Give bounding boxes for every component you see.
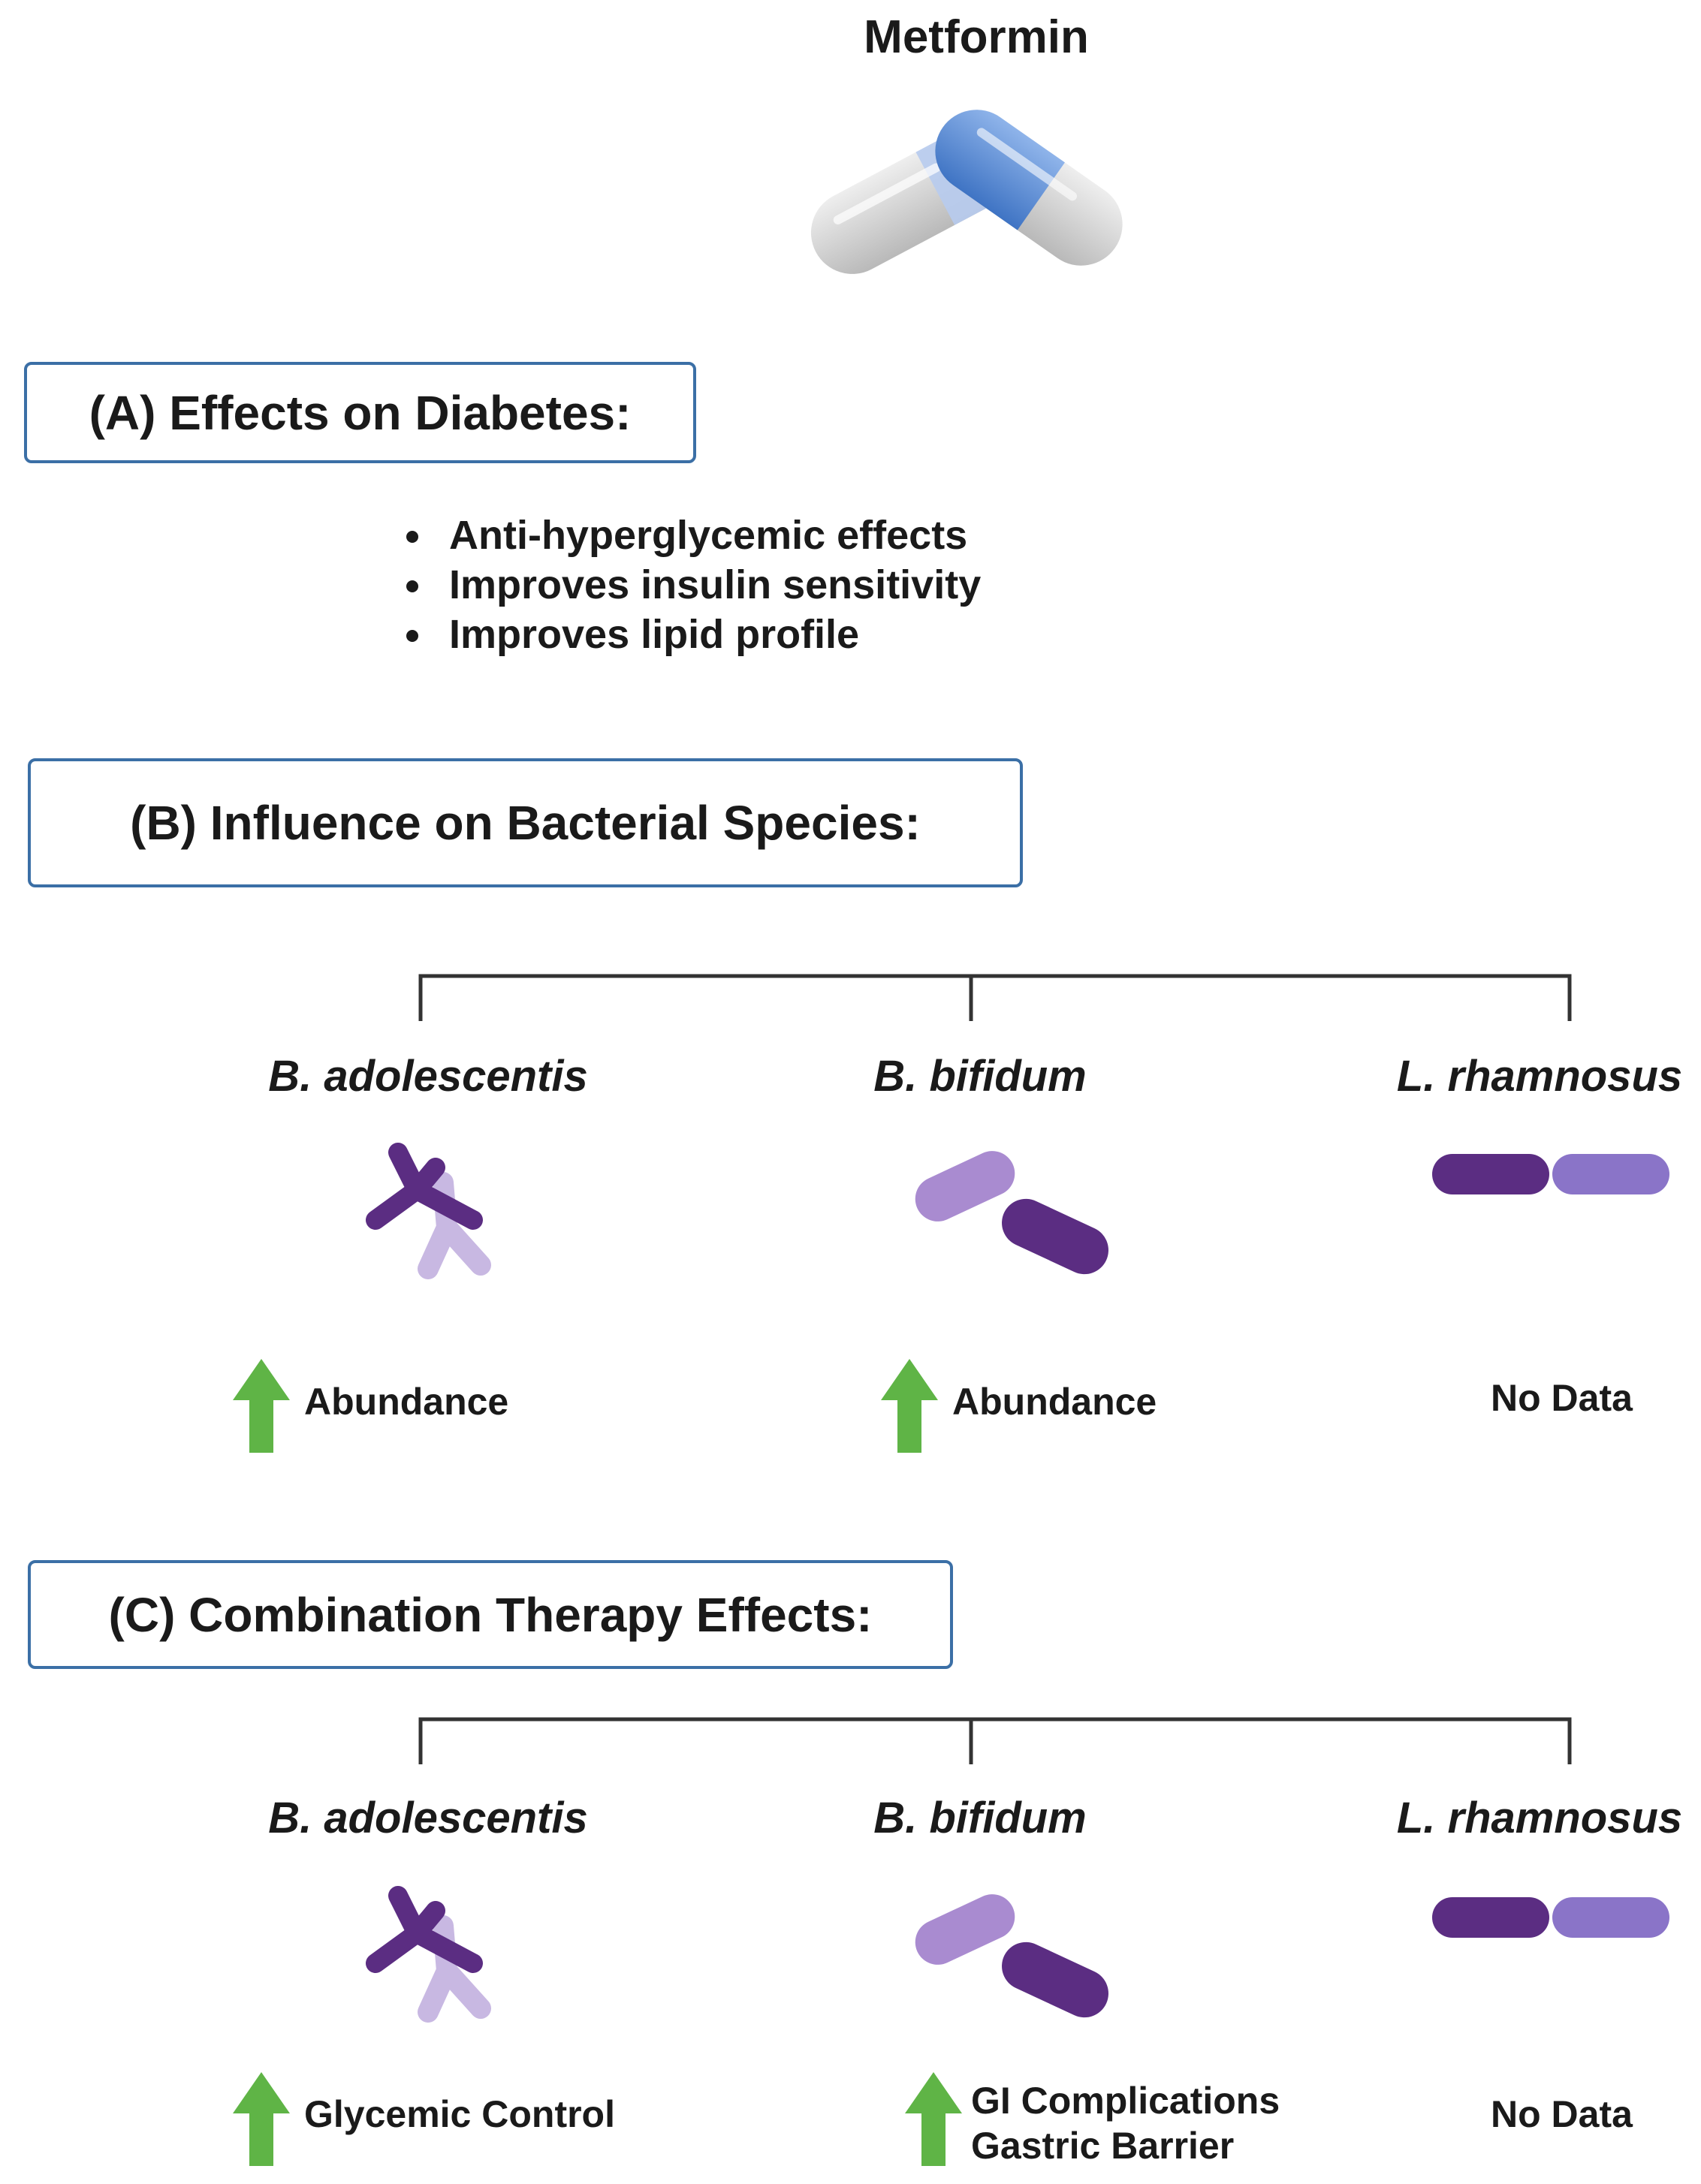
effect-label: No Data — [1491, 2093, 1633, 2135]
up-arrow-icon — [905, 2072, 962, 2166]
list-item: Improves lipid profile — [436, 610, 981, 659]
up-arrow-icon — [233, 2072, 290, 2166]
branched-bacteria-icon — [366, 1143, 491, 1279]
effect-label: Gastric Barrier — [971, 2125, 1235, 2167]
section-b-bracket — [418, 974, 1572, 1021]
effect-label: Abundance — [952, 1381, 1157, 1423]
species-label-b-adolescentis: B. adolescentis — [268, 1052, 588, 1101]
section-a-heading: (A) Effects on Diabetes: — [24, 362, 696, 463]
up-arrow-icon — [233, 1359, 290, 1453]
effect-label: GI Complications — [971, 2080, 1280, 2122]
species-label-l-rhamnosus: L. rhamnosus — [1396, 1052, 1683, 1101]
section-b-heading: (B) Influence on Bacterial Species: — [28, 758, 1023, 887]
section-b-heading-text: (B) Influence on Bacterial Species: — [130, 796, 921, 850]
diabetes-effects-list: Anti-hyperglycemic effects Improves insu… — [398, 511, 981, 659]
list-item: Improves insulin sensitivity — [436, 560, 981, 610]
effect-label: Glycemic Control — [304, 2093, 615, 2135]
rod-bacteria-pair-icon — [915, 1894, 1108, 2018]
capsule-icon — [810, 110, 1123, 274]
rod-chain-bacteria-icon — [1432, 1897, 1669, 1938]
list-item: Anti-hyperglycemic effects — [436, 511, 981, 560]
rod-bacteria-pair-icon — [915, 1151, 1108, 1275]
section-c-heading: (C) Combination Therapy Effects: — [28, 1560, 953, 1669]
effect-label: Abundance — [304, 1381, 509, 1423]
effect-label: No Data — [1491, 1377, 1633, 1419]
species-label-b-adolescentis: B. adolescentis — [268, 1794, 588, 1842]
up-arrow-icon — [881, 1359, 938, 1453]
rod-chain-bacteria-icon — [1432, 1154, 1669, 1194]
section-c-heading-text: (C) Combination Therapy Effects: — [108, 1587, 873, 1642]
section-a-heading-text: (A) Effects on Diabetes: — [89, 385, 632, 440]
branched-bacteria-icon — [366, 1886, 491, 2023]
species-label-b-bifidum: B. bifidum — [873, 1794, 1087, 1842]
species-label-l-rhamnosus: L. rhamnosus — [1396, 1794, 1683, 1842]
species-label-b-bifidum: B. bifidum — [873, 1052, 1087, 1101]
page-title: Metformin — [864, 11, 1089, 63]
section-c-bracket — [418, 1717, 1572, 1764]
